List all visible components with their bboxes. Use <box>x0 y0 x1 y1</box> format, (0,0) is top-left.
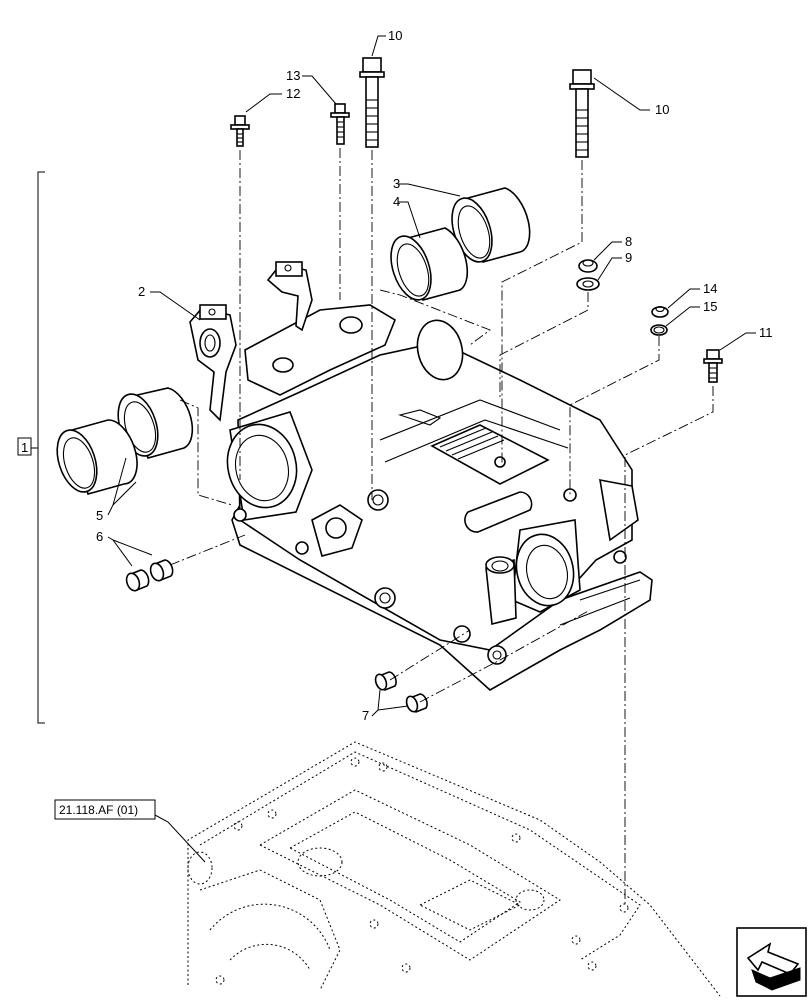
callout-8: 8 <box>625 234 632 249</box>
dowel-6 <box>125 559 174 592</box>
o-ring-15 <box>650 324 668 336</box>
callout-3: 3 <box>393 176 400 191</box>
callout-10-right: 10 <box>655 102 669 117</box>
bushing-3 <box>451 187 531 263</box>
callout-12: 12 <box>286 86 300 101</box>
plug-8 <box>578 259 598 273</box>
callout-11: 11 <box>759 325 773 340</box>
lift-housing <box>226 304 653 691</box>
callout-9: 9 <box>625 250 632 265</box>
reference-link[interactable]: 21.118.AF (01) <box>54 799 156 820</box>
bolt-10-right <box>569 69 595 158</box>
lift-arm-2 <box>189 261 313 422</box>
bolt-13 <box>330 103 350 145</box>
alignment-lines <box>169 148 714 905</box>
callout-14: 14 <box>703 281 717 296</box>
callout-13: 13 <box>286 68 300 83</box>
previous-arrow-icon[interactable] <box>736 927 807 997</box>
callout-10-left: 10 <box>388 28 402 43</box>
plug-14 <box>651 305 669 318</box>
callout-15: 15 <box>703 299 717 314</box>
leader-lines <box>107 35 756 863</box>
bolt-10-left <box>359 57 385 148</box>
reference-label: 21.118.AF (01) <box>59 803 138 817</box>
washer-9 <box>576 277 600 291</box>
callout-4: 4 <box>393 194 400 209</box>
bushing-5-front <box>56 419 138 495</box>
transmission-casing <box>187 741 721 997</box>
callout-6: 6 <box>96 529 103 544</box>
dowel-7 <box>374 671 428 714</box>
bolt-11 <box>703 349 723 383</box>
callout-2: 2 <box>138 284 145 299</box>
callout-1: 1 <box>21 440 28 455</box>
assembly-bracket <box>17 171 45 724</box>
callout-5: 5 <box>96 508 103 523</box>
bushing-4 <box>390 227 469 301</box>
bolt-12 <box>230 115 250 147</box>
callout-7: 7 <box>362 708 369 723</box>
